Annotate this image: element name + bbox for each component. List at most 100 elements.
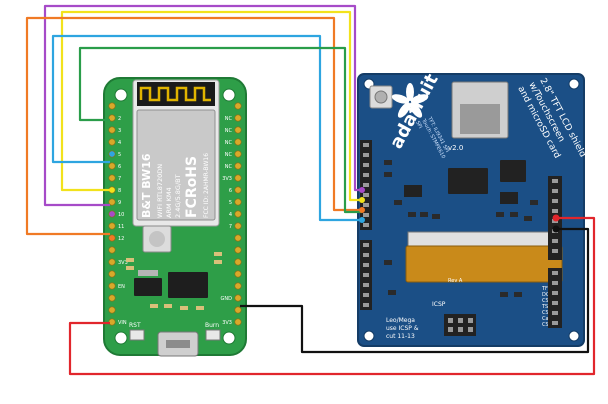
board-left-pin-pad[interactable] xyxy=(108,174,116,182)
board-right-pin-pad[interactable] xyxy=(234,162,242,170)
board-right-pin-pad[interactable] xyxy=(234,306,242,314)
board-left-pin-pad[interactable] xyxy=(108,126,116,134)
board-left-pin-pad[interactable] xyxy=(108,246,116,254)
shield-smd-component xyxy=(500,292,508,297)
board-left-pin-pad[interactable] xyxy=(108,282,116,290)
icsp-pin[interactable] xyxy=(458,318,463,323)
icsp-pin[interactable] xyxy=(458,327,463,332)
board-left-pin-pad[interactable] xyxy=(108,234,116,242)
wire-end xyxy=(359,217,365,223)
side-label: DC xyxy=(542,292,550,298)
wire-black xyxy=(240,227,590,354)
shield-left-pin[interactable] xyxy=(363,183,369,187)
shield-right-pin[interactable] xyxy=(552,311,558,315)
board-right-pin-pad[interactable] xyxy=(234,234,242,242)
board-left-pin-pad[interactable] xyxy=(108,222,116,230)
wire-end xyxy=(552,214,560,222)
board-right-pin-pad[interactable] xyxy=(234,318,242,326)
board-left-pin-label: 11 xyxy=(118,224,124,230)
shield-left-pin[interactable] xyxy=(363,153,369,157)
shield-left-pin[interactable] xyxy=(363,163,369,167)
board-right-pin-pad[interactable] xyxy=(234,138,242,146)
board-left-pin-pad[interactable] xyxy=(108,210,116,218)
shield-right-pin[interactable] xyxy=(552,301,558,305)
shield-left-pin[interactable] xyxy=(363,273,369,277)
icsp-pin[interactable] xyxy=(468,327,473,332)
wire-yellow xyxy=(60,10,362,202)
wire-green xyxy=(78,46,362,214)
board-right-pin-pad[interactable] xyxy=(234,222,242,230)
board-right-pin-pad[interactable] xyxy=(234,294,242,302)
board-left-pin-pad[interactable] xyxy=(108,270,116,278)
burn-button[interactable] xyxy=(205,329,221,341)
shield-smd-component xyxy=(524,216,532,221)
shield-left-pin[interactable] xyxy=(363,243,369,247)
board-left-pin-pad[interactable] xyxy=(108,114,116,122)
shield-left-pin[interactable] xyxy=(363,223,369,227)
shield-left-pin[interactable] xyxy=(363,283,369,287)
board-right-pin-pad[interactable] xyxy=(234,198,242,206)
shield-right-pin[interactable] xyxy=(552,249,558,253)
board-right-pin-pad[interactable] xyxy=(234,150,242,158)
shield-left-pin[interactable] xyxy=(363,263,369,267)
icsp-pin[interactable] xyxy=(448,327,453,332)
wire-end xyxy=(359,187,365,193)
shield-version: v2.0 xyxy=(448,144,463,152)
board-left-pin-pad[interactable] xyxy=(108,138,116,146)
board-right-pin-pad[interactable] xyxy=(234,246,242,254)
board-left-pin-pad[interactable] xyxy=(108,102,116,110)
board-left-pin-label: 10 xyxy=(118,212,124,218)
shield-right-pin[interactable] xyxy=(552,199,558,203)
shield-left-pin[interactable] xyxy=(363,253,369,257)
board-right-pin-pad[interactable] xyxy=(234,186,242,194)
board-right-pin-pad[interactable] xyxy=(234,102,242,110)
shield-right-pin[interactable] xyxy=(552,291,558,295)
module-cert: FCRoHS xyxy=(184,156,200,218)
side-label: CS xyxy=(542,310,549,316)
wires xyxy=(25,4,596,376)
bw16-board: B&T BW16 WIFI RTL8720DN ARM KM4 2.4G/5.8… xyxy=(103,77,247,357)
side-label: CS xyxy=(542,322,549,328)
board-mount-hole xyxy=(222,88,236,102)
shield-left-pin[interactable] xyxy=(363,143,369,147)
board-right-pin-pad[interactable] xyxy=(234,282,242,290)
shield-right-pin[interactable] xyxy=(552,189,558,193)
shield-right-pin[interactable] xyxy=(552,209,558,213)
board-left-pin-pad[interactable] xyxy=(108,162,116,170)
shield-ic xyxy=(448,168,488,194)
shield-smd-component xyxy=(384,160,392,165)
board-left-pin-label: 3V3 xyxy=(118,260,128,266)
board-right-pin-pad[interactable] xyxy=(234,126,242,134)
shield-smd-component xyxy=(510,212,518,217)
icsp-pin[interactable] xyxy=(448,318,453,323)
shield-right-pin[interactable] xyxy=(552,271,558,275)
rst-button[interactable] xyxy=(129,329,145,341)
icsp-pin[interactable] xyxy=(468,318,473,323)
board-right-pin-label: NC xyxy=(225,140,233,146)
board-left-pin-pad[interactable] xyxy=(108,150,116,158)
shield-left-pin[interactable] xyxy=(363,293,369,297)
shield-right-pin[interactable] xyxy=(552,281,558,285)
shield-right-pin[interactable] xyxy=(552,179,558,183)
board-left-pin-pad[interactable] xyxy=(108,258,116,266)
board-regulator-tab xyxy=(138,270,158,276)
board-right-pin-pad[interactable] xyxy=(234,210,242,218)
shield-right-pin[interactable] xyxy=(552,321,558,325)
shield-left-pin[interactable] xyxy=(363,193,369,197)
shield-left-pin[interactable] xyxy=(363,303,369,307)
shield-left-header xyxy=(360,140,372,310)
board-right-pin-pad[interactable] xyxy=(234,114,242,122)
shield-left-pin[interactable] xyxy=(363,203,369,207)
side-label: TFT xyxy=(541,286,552,292)
board-left-pin-pad[interactable] xyxy=(108,306,116,314)
board-right-pin-pad[interactable] xyxy=(234,258,242,266)
board-left-pin-pad[interactable] xyxy=(108,294,116,302)
shield-left-pin[interactable] xyxy=(363,173,369,177)
shield-ic-small xyxy=(500,192,518,204)
board-right-pin-pad[interactable] xyxy=(234,270,242,278)
shield-right-pin[interactable] xyxy=(552,239,558,243)
shield-left-pin[interactable] xyxy=(363,213,369,217)
board-right-pin-pad[interactable] xyxy=(234,174,242,182)
board-left-pin-pad[interactable] xyxy=(108,198,116,206)
